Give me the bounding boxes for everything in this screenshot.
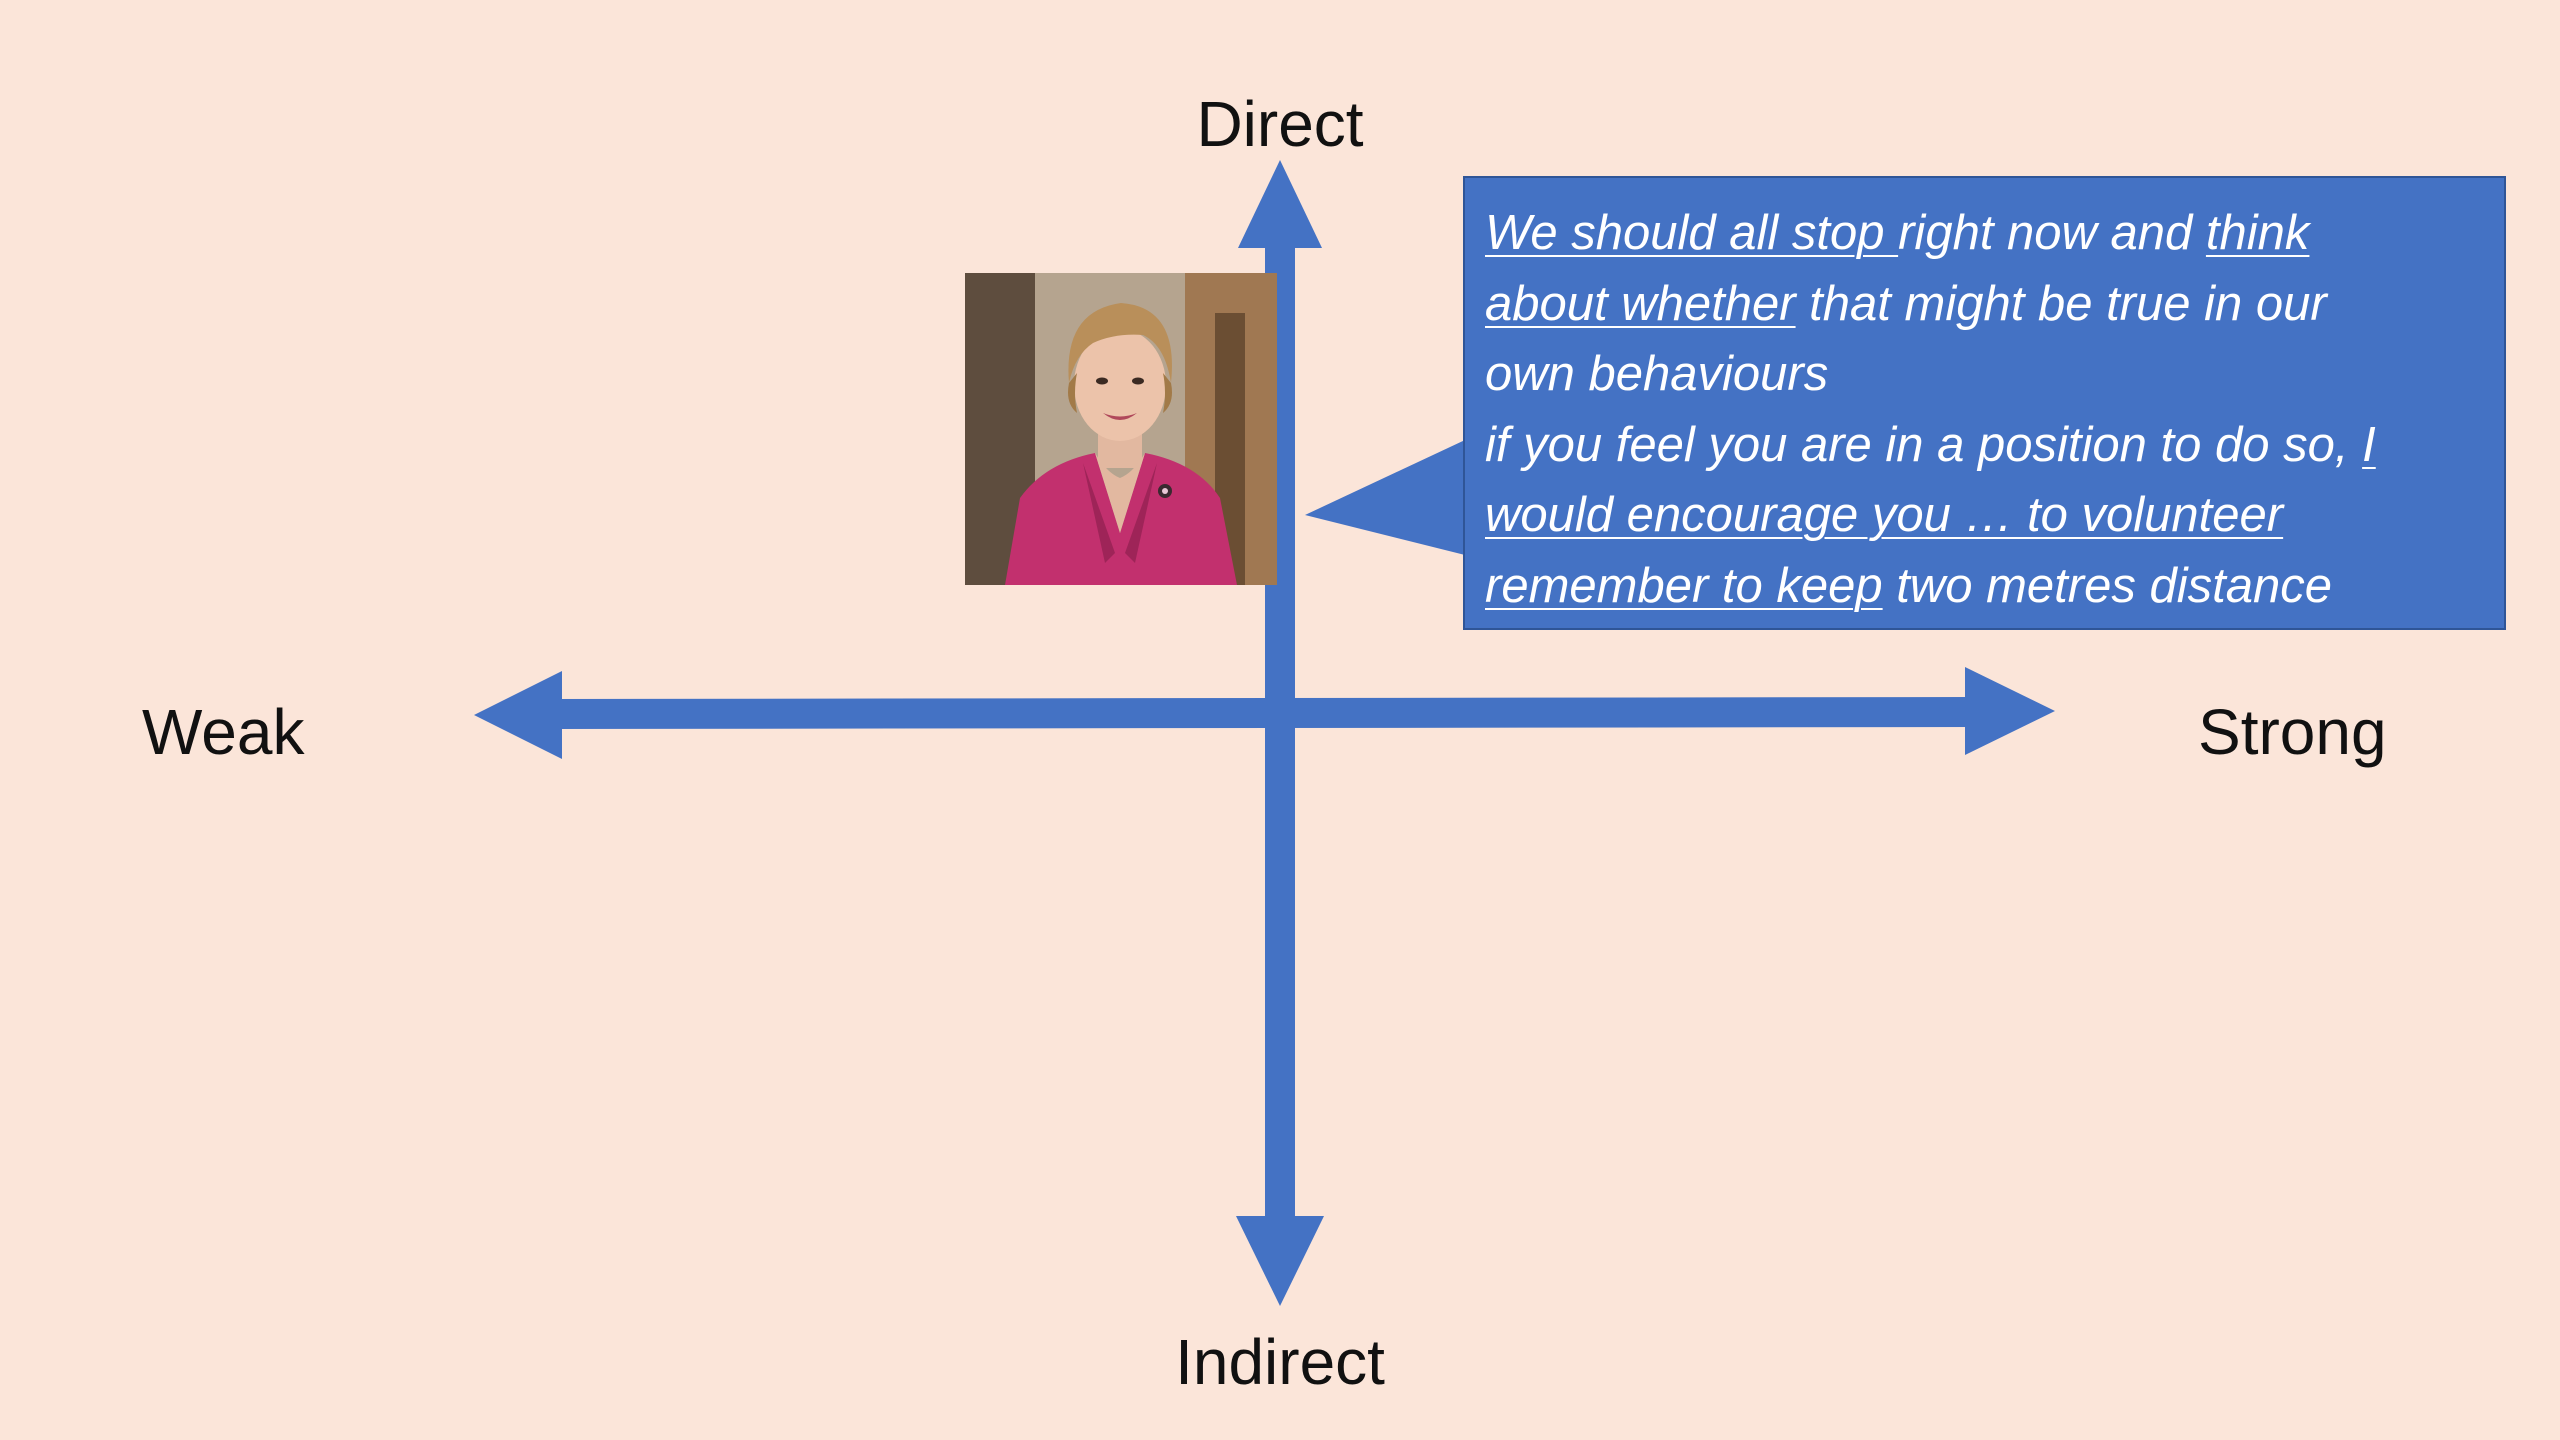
quote-line: if you feel you are in a position to do …: [1485, 410, 2486, 481]
horizontal-axis: [554, 697, 1976, 729]
quote-text: two metres distance: [1882, 558, 2332, 613]
quote-line: about whether that might be true in our: [1485, 269, 2486, 340]
label-weak: Weak: [142, 696, 305, 768]
quote-underlined-phrase: We should all stop: [1485, 206, 1899, 260]
quote-line: own behaviours: [1485, 339, 2486, 410]
left-arrowhead: [474, 671, 562, 759]
label-direct: Direct: [1196, 88, 1364, 160]
down-arrowhead: [1236, 1216, 1324, 1306]
right-arrowhead: [1965, 667, 2055, 755]
quote-text: that might be true in our: [1795, 276, 2327, 331]
quote-text: right now and: [1898, 206, 2206, 260]
portrait-illustration: [965, 273, 1277, 585]
quote-line: remember to keep two metres distance: [1485, 551, 2486, 622]
portrait-photo: [965, 273, 1277, 585]
label-strong: Strong: [2198, 696, 2387, 768]
quote-line: would encourage you … to volunteer: [1485, 480, 2486, 551]
quote-underlined-phrase: about whether: [1485, 276, 1796, 331]
quote-text: own behaviours: [1485, 347, 1829, 401]
callout-pointer: [1305, 440, 1465, 555]
quote-underlined-phrase: remember to keep: [1485, 558, 1883, 613]
quote-underlined-phrase: would encourage you … to volunteer: [1485, 488, 2284, 542]
label-indirect: Indirect: [1175, 1326, 1385, 1398]
quote-text: if you feel you are in a position to do …: [1485, 417, 2363, 472]
quote-underlined-phrase: I: [2362, 417, 2376, 472]
quote-underlined-phrase: think: [2205, 206, 2310, 260]
up-arrowhead: [1238, 160, 1322, 248]
quote-line: We should all stop right now and think: [1485, 198, 2486, 269]
